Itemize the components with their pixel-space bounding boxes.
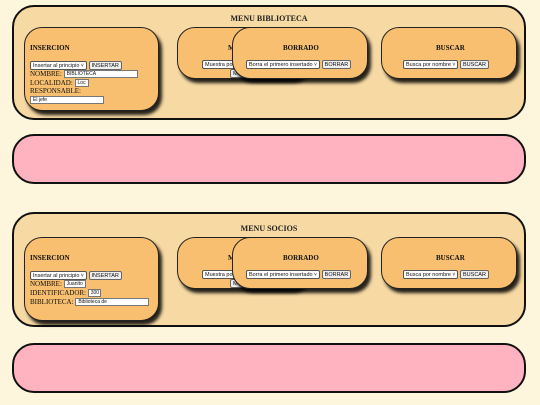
buscar-select[interactable]: Busca por nombre ˅ [403, 60, 459, 69]
borrado-card-biblioteca: BORRADO Borra el primero insertado ˅ BOR… [232, 27, 368, 79]
buscar-button[interactable]: BUSCAR [460, 60, 489, 69]
biblioteca-label: BIBLIOTECA: [30, 298, 74, 306]
dropdown-arrow-icon: ˅ [79, 273, 84, 279]
insercion-card-socios: INSERCION Insertar al principio ˅ INSERT… [24, 237, 159, 321]
borrado-title: BORRADO [283, 44, 319, 52]
menu-biblioteca-panel: MENU BIBLIOTECA M Muestra por ˅ MO BORRA… [12, 5, 526, 120]
buscar-card-socios: BUSCAR Busca por nombre ˅ BUSCAR [381, 237, 517, 289]
dropdown-arrow-icon: ˅ [312, 272, 317, 278]
identificador-label: IDENTIFICADOR: [30, 289, 86, 297]
borrado-select[interactable]: Borra el primero insertado ˅ [246, 270, 320, 279]
buscar-select[interactable]: Busca por nombre ˅ [403, 270, 459, 279]
insercion-card-biblioteca: INSERCION Insertar al principio ˅ INSERT… [24, 27, 159, 111]
buscar-card-biblioteca: BUSCAR Busca por nombre ˅ BUSCAR [381, 27, 517, 79]
borrado-select[interactable]: Borra el primero insertado ˅ [246, 60, 320, 69]
insertar-select[interactable]: Insertar al principio ˅ [30, 61, 87, 70]
dropdown-arrow-icon: ˅ [450, 62, 456, 68]
borrar-button[interactable]: BORRAR [321, 60, 352, 69]
insercion-title: INSERCION [30, 44, 70, 52]
nombre-input[interactable]: BIBLIOTECA [63, 70, 138, 79]
dropdown-arrow-icon: ˅ [312, 62, 317, 68]
buscar-title: BUSCAR [436, 44, 465, 52]
nombre-label: NOMBRE: [30, 280, 62, 288]
menu-socios-panel: MENU SOCIOS M Muestra por ˅ MO BORRADO B… [12, 212, 526, 327]
insertar-button[interactable]: INSERTAR [88, 271, 122, 280]
responsable-label: RESPONSABLE: [30, 87, 81, 95]
biblioteca-input[interactable]: Biblioteca de [75, 298, 150, 307]
dropdown-arrow-icon: ˅ [450, 272, 456, 278]
borrado-card-socios: BORRADO Borra el primero insertado ˅ BOR… [232, 237, 368, 289]
dropdown-arrow-icon: ˅ [79, 63, 84, 69]
menu-biblioteca-title: MENU BIBLIOTECA [230, 14, 308, 23]
localidad-label: LOCALIDAD: [30, 79, 73, 87]
buscar-title: BUSCAR [436, 254, 465, 262]
borrado-title: BORRADO [283, 254, 319, 262]
borrar-button[interactable]: BORRAR [321, 270, 352, 279]
mostrar-title: M [228, 254, 235, 262]
nombre-input[interactable]: Juanito [63, 280, 86, 289]
insercion-title: INSERCION [30, 254, 70, 262]
responsable-input[interactable]: El jefe [30, 96, 104, 105]
localidad-input[interactable]: Loc [74, 79, 89, 88]
identificador-input[interactable]: 300 [87, 289, 101, 298]
buscar-button[interactable]: BUSCAR [460, 270, 489, 279]
insertar-button[interactable]: INSERTAR [88, 61, 122, 70]
nombre-label: NOMBRE: [30, 70, 62, 78]
insertar-select[interactable]: Insertar al principio ˅ [30, 271, 87, 280]
biblioteca-output-panel [12, 134, 526, 184]
mostrar-title: M [228, 44, 235, 52]
menu-socios-title: MENU SOCIOS [240, 224, 298, 233]
socios-output-panel [12, 343, 526, 393]
